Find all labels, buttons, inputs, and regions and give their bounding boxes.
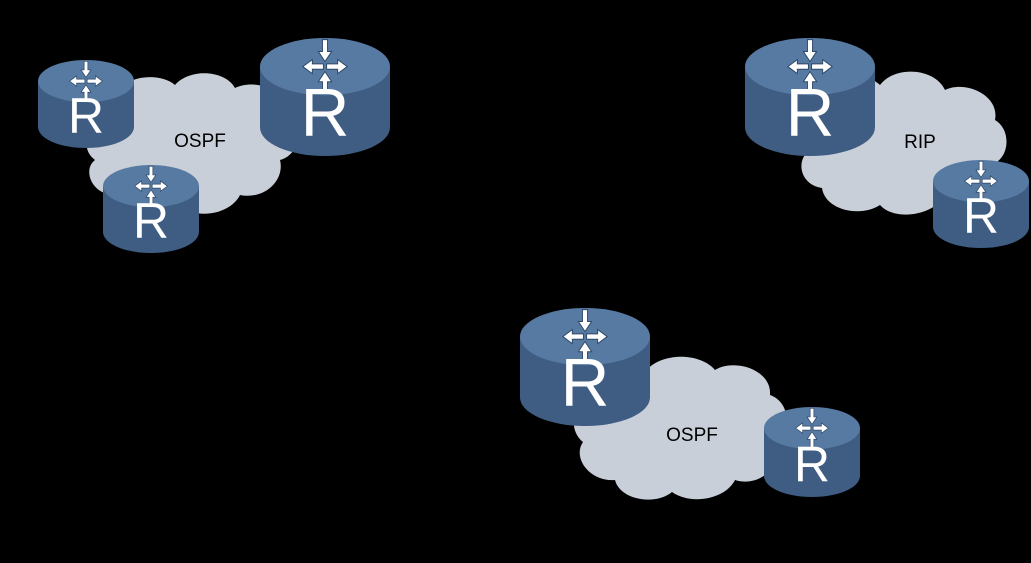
router-icon: R (520, 308, 650, 426)
router-top (933, 160, 1029, 203)
router-icon: R (103, 165, 199, 254)
router-top (38, 60, 134, 103)
router-top (103, 165, 199, 208)
router-letter: R (561, 346, 610, 421)
router-icon: R (764, 407, 861, 497)
router-letter: R (133, 193, 169, 249)
router-top (745, 38, 875, 96)
router-letter: R (794, 437, 830, 493)
cloud-label: OSPF (666, 425, 718, 446)
router-letter: R (301, 76, 350, 151)
router-top (764, 407, 860, 450)
cloud-label: OSPF (174, 131, 226, 152)
router-icon: R (38, 60, 134, 148)
router-letter: R (786, 76, 835, 151)
router-letter: R (963, 188, 999, 244)
router-top (520, 308, 650, 366)
router-icon: R (745, 38, 875, 156)
router-letter: R (68, 88, 104, 144)
router-icon: R (933, 160, 1029, 248)
cloud-label: RIP (904, 132, 936, 153)
router-icon: R (260, 38, 390, 156)
router-top (260, 38, 390, 96)
